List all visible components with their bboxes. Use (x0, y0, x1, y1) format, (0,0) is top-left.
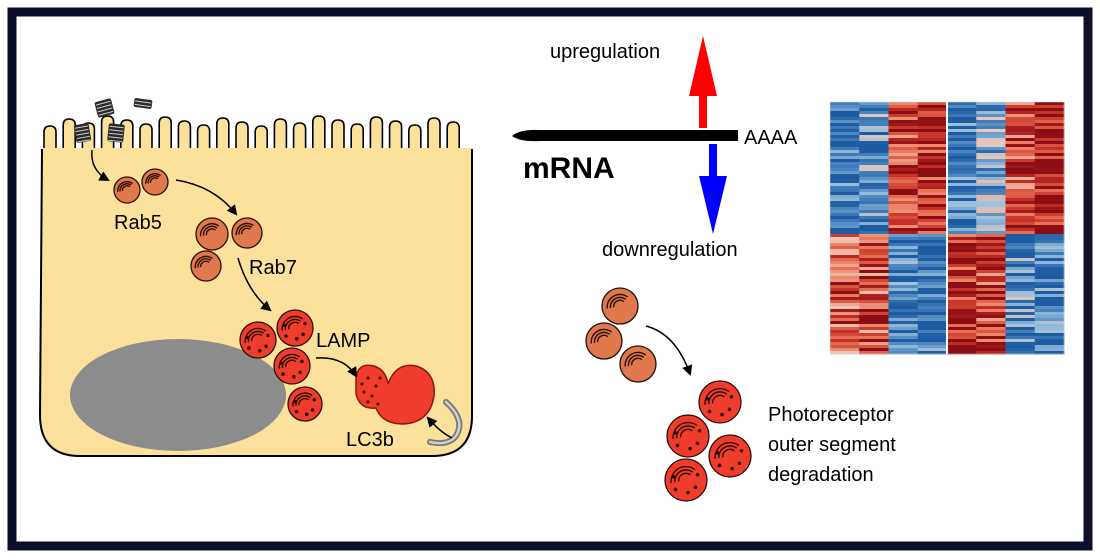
microvillus (331, 119, 345, 152)
spotted-lysosome-icon (708, 434, 752, 478)
microvillus (43, 125, 57, 152)
arrow-phagophore-to-autolysosome (426, 416, 453, 439)
spotted-lysosome-icon (666, 414, 710, 458)
upregulation-arrow (689, 36, 717, 128)
microvillus (446, 121, 460, 152)
nucleus (70, 339, 286, 451)
microvillus (177, 120, 192, 152)
microvillus (254, 125, 268, 152)
microvillus (388, 120, 403, 152)
phagophore-icon-inner (428, 400, 461, 445)
stacked-disc-icon (94, 98, 115, 118)
microvillus (350, 123, 364, 152)
label-degradation-line3: degradation (768, 464, 874, 486)
microvillus (158, 116, 172, 152)
striped-vesicle-icon (231, 217, 263, 249)
expression-heatmap (829, 101, 1065, 355)
stacked-disc-icon (107, 123, 125, 143)
spotted-lysosome-icon (287, 386, 323, 422)
spotted-lysosome-icon (698, 380, 742, 424)
spotted-lysosome-icon (276, 309, 314, 347)
label-rab5: Rab5 (114, 212, 162, 234)
label-rab7: Rab7 (249, 257, 297, 279)
stacked-disc-icon (73, 123, 92, 143)
microvillus (62, 118, 76, 152)
pathway-arrows (91, 149, 693, 439)
striped-vesicle-icon (195, 217, 229, 251)
striped-vesicle-icon (190, 250, 222, 282)
microvillus (139, 123, 153, 152)
label-degradation-line1: Photoreceptor (768, 404, 894, 426)
label-mrna: mRNA (523, 152, 615, 185)
arrow-to-degradation (645, 325, 693, 376)
label-lamp: LAMP (316, 330, 370, 352)
microvillus (196, 124, 211, 152)
vesicles (113, 168, 323, 422)
striped-vesicle-icon (141, 168, 169, 196)
arrow-lamp-to-autolysosome (315, 357, 358, 378)
microvillus (235, 121, 249, 152)
striped-vesicle-icon (601, 287, 639, 325)
microvillus (216, 117, 230, 152)
microvillus (292, 122, 307, 152)
downregulation-arrow (699, 144, 727, 234)
label-degradation-line2: outer segment (768, 434, 896, 456)
mrna-strand (512, 129, 738, 142)
label-upregulation: upregulation (550, 41, 660, 63)
arrow-os-to-rab5 (91, 149, 110, 182)
striped-vesicle-icon (619, 345, 657, 383)
label-downregulation: downregulation (602, 239, 738, 261)
label-poly-a: AAAA (744, 127, 798, 149)
microvillus (369, 116, 384, 152)
mrna-transcript: AAAA mRNA (512, 127, 798, 185)
autolysosome (355, 364, 435, 425)
microvillus (273, 118, 288, 152)
microvillus (408, 124, 422, 152)
arrow-rab5-to-rab7 (175, 179, 238, 216)
degradation-vesicles (585, 287, 752, 502)
outer-segment-fragments (73, 98, 153, 143)
striped-vesicle-icon (585, 322, 623, 360)
microvillus (427, 117, 441, 152)
arrow-rab7-to-lamp (237, 257, 272, 312)
microvillus (312, 115, 326, 152)
label-degradation: Photoreceptor outer segment degradation (768, 404, 901, 486)
label-lc3b: LC3b (346, 429, 394, 451)
spotted-lysosome-icon (239, 321, 277, 359)
spotted-lysosome-icon (664, 458, 708, 502)
stacked-disc-icon (133, 98, 153, 109)
striped-vesicle-icon (113, 176, 141, 204)
spotted-lysosome-icon (273, 347, 311, 385)
